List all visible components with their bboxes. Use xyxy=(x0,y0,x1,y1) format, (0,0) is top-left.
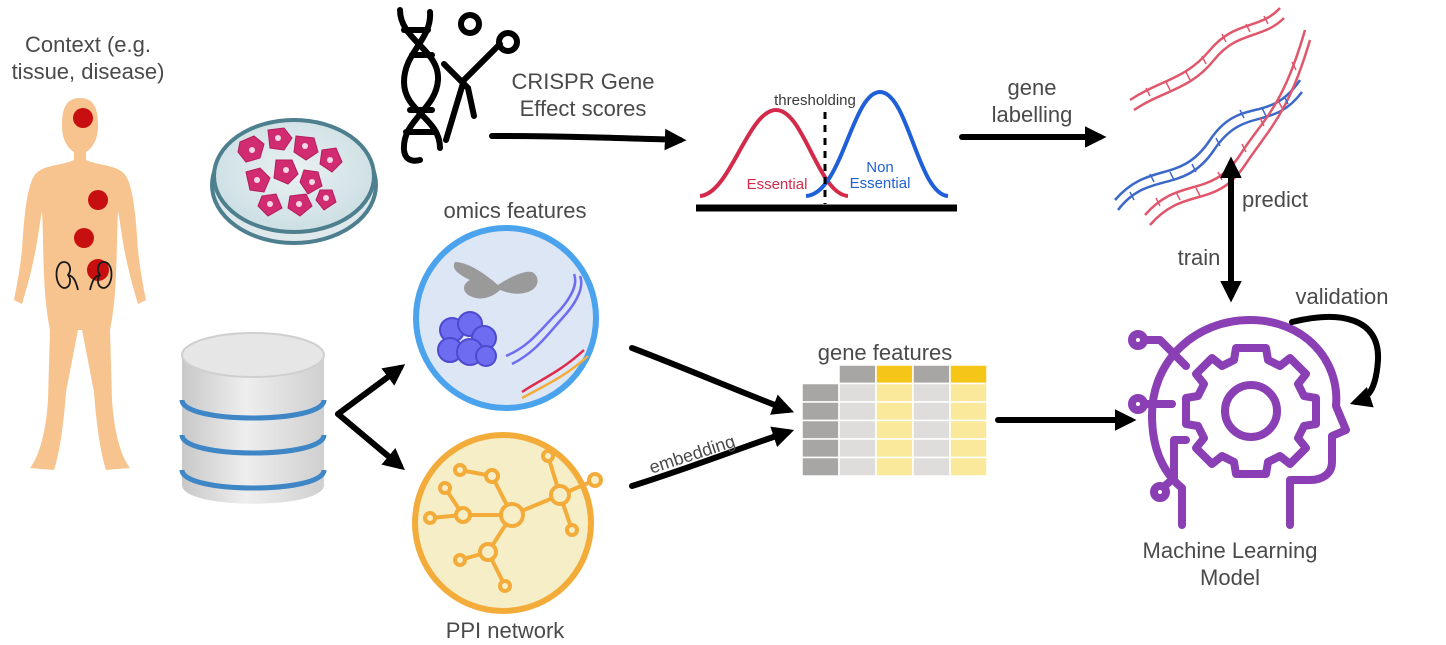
train-label: train xyxy=(1177,245,1221,270)
crispr-label: CRISPR Gene Effect scores xyxy=(511,69,655,121)
gene-features-table xyxy=(801,364,988,477)
gene-features-label: gene features xyxy=(817,340,953,365)
lesion-chest xyxy=(88,190,108,210)
table-cell xyxy=(949,401,988,422)
arrow-ppi-to-table xyxy=(629,426,795,489)
essential-distribution-plot: thresholding Essential Non Essential xyxy=(696,89,957,212)
table-cell xyxy=(875,401,914,422)
table-row-header-cell xyxy=(801,401,840,422)
ppi-network-label: PPI network xyxy=(445,618,565,643)
database-icon xyxy=(179,332,327,504)
protein-icon xyxy=(437,311,497,367)
table-cell xyxy=(949,419,988,440)
lesion-head xyxy=(73,108,93,128)
omics-features-circle xyxy=(413,225,599,411)
arrow-validation xyxy=(1289,313,1382,408)
embedding-label: embedding xyxy=(647,431,738,478)
table-cell xyxy=(838,401,877,422)
table-cell xyxy=(949,382,988,403)
table-header-cell xyxy=(875,364,914,385)
ml-head-gear-icon xyxy=(1128,316,1350,529)
table-cell xyxy=(912,401,951,422)
dna-helix-icon xyxy=(1114,7,1312,226)
table-cell xyxy=(838,382,877,403)
table-cell xyxy=(875,419,914,440)
arrow-db-to-ppi xyxy=(335,411,405,471)
table-header-cell xyxy=(912,364,951,385)
table-row-header-cell xyxy=(801,438,840,459)
table-header-cell xyxy=(838,364,877,385)
table-cell xyxy=(912,456,951,477)
chromosome-icon xyxy=(453,262,538,299)
omics-features-label: omics features xyxy=(443,198,587,223)
table-header-cell xyxy=(949,364,988,385)
table-cell xyxy=(875,382,914,403)
kidney-icon xyxy=(55,261,113,291)
ml-model-label: Machine Learning Model xyxy=(1142,538,1318,590)
gene-labelling-label: gene labelling xyxy=(991,75,1073,127)
lesion-abdomen xyxy=(74,228,94,248)
table-cell xyxy=(875,438,914,459)
arrow-db-to-omics xyxy=(335,364,406,417)
arrow-omics-to-table xyxy=(629,345,795,415)
validation-label: validation xyxy=(1295,284,1389,309)
table-cell xyxy=(912,419,951,440)
table-cell xyxy=(949,438,988,459)
thresholding-label: thresholding xyxy=(774,92,856,109)
small-dna-icon xyxy=(505,273,589,400)
table-row-header-cell xyxy=(801,382,840,403)
table-cell xyxy=(949,456,988,477)
essential-curve xyxy=(699,107,849,198)
essential-label: Essential xyxy=(747,176,808,193)
table-cell xyxy=(875,456,914,477)
table-row-header-cell xyxy=(801,456,840,477)
non-essential-label-line-2: Essential xyxy=(850,175,911,192)
table-cell xyxy=(838,438,877,459)
petri-dish-icon xyxy=(210,118,378,245)
dna-scissors-icon xyxy=(397,7,520,164)
non-essential-curve xyxy=(805,89,949,198)
table-cell xyxy=(838,419,877,440)
human-body-icon xyxy=(14,98,146,470)
context-label: Context (e.g. tissue, disease) xyxy=(11,32,165,84)
table-cell xyxy=(838,456,877,477)
non-essential-label-line-1: Non xyxy=(866,159,894,176)
predict-label: predict xyxy=(1241,187,1309,212)
table-cell xyxy=(912,438,951,459)
arrows xyxy=(335,126,1382,489)
arrow-crispr-to-plot xyxy=(489,128,687,151)
table-cell xyxy=(912,382,951,403)
ppi-network-circle xyxy=(412,432,603,614)
table-row-header-cell xyxy=(801,419,840,440)
